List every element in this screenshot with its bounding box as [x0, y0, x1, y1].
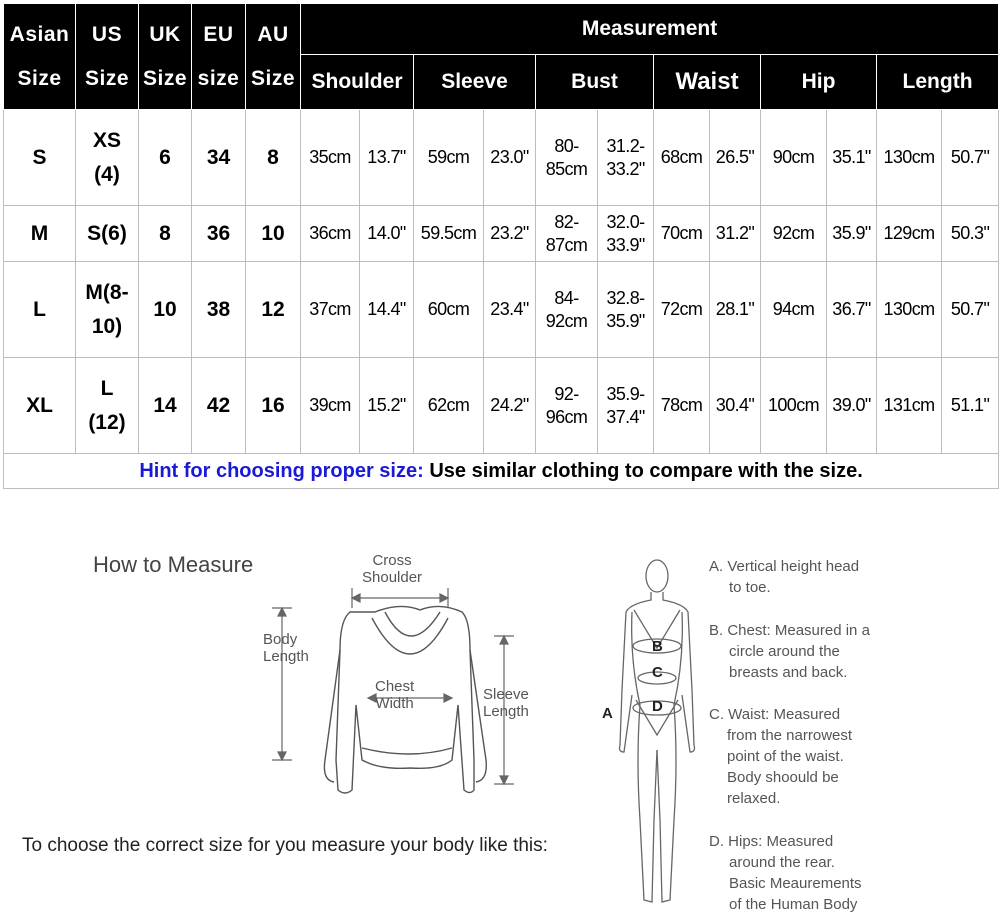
hip-in-cell: 35.9" [826, 205, 877, 262]
body-letter-a: A [602, 705, 613, 722]
waist-in-cell: 30.4" [709, 357, 761, 454]
shoulder-in-cell: 14.0" [359, 205, 414, 262]
bust-cm-cell: 82-87cm [535, 205, 598, 262]
hip-cm-cell: 90cm [760, 109, 827, 206]
note-waist: C. Waist: Measured from the narrowest po… [709, 706, 853, 807]
shoulder-cm-cell: 39cm [300, 357, 360, 454]
sleeve-in-cell: 23.2" [483, 205, 536, 262]
eu-size-cell: 34 [191, 109, 246, 206]
us-size-cell: M(8-10) [75, 261, 139, 358]
uk-size-cell: 6 [138, 109, 192, 206]
length-cm-cell: 129cm [876, 205, 942, 262]
hint-row: Hint for choosing proper size: Use simil… [2, 453, 1000, 489]
uk-size-cell: 10 [138, 261, 192, 358]
body-letter-d: D [652, 698, 663, 715]
hint-lead: Hint for choosing proper size: [139, 459, 424, 482]
length-in-cell: 50.3" [940, 205, 1000, 262]
hip-in-cell: 36.7" [826, 261, 877, 358]
note-chest: B. Chest: Measured in a circle around th… [709, 622, 870, 681]
asian-size-cell: M [3, 205, 76, 262]
sleeve-in-cell: 24.2" [483, 357, 536, 454]
au-size-cell: 10 [245, 205, 301, 262]
measure-instruction: To choose the correct size for you measu… [22, 835, 548, 856]
table-row: L M(8-10) 10 38 12 37cm 14.4" 60cm 23.4"… [3, 261, 1000, 358]
length-cm-cell: 130cm [876, 109, 942, 206]
sleeve-cm-cell: 62cm [413, 357, 484, 454]
us-size-cell: S(6) [75, 205, 139, 262]
body-letter-b: B [652, 638, 663, 655]
sweater-drawing [323, 605, 487, 794]
table-row: XL L(12) 14 42 16 39cm 15.2" 62cm 24.2" … [3, 357, 1000, 454]
human-figure-drawing [618, 559, 696, 903]
how-to-measure-title: How to Measure [93, 552, 254, 577]
uk-size-cell: 8 [138, 205, 192, 262]
hip-cm-cell: 94cm [760, 261, 827, 358]
length-cm-cell: 131cm [876, 357, 942, 454]
au-size-cell: 16 [245, 357, 301, 454]
shoulder-header: Shoulder [300, 54, 414, 110]
bust-in-cell: 31.2-33.2" [597, 109, 654, 206]
note-height: A. Vertical height head to toe. [709, 558, 860, 596]
waist-cm-cell: 78cm [653, 357, 710, 454]
waist-cm-cell: 72cm [653, 261, 710, 358]
bust-cm-cell: 92-96cm [535, 357, 598, 454]
uk-size-cell: 14 [138, 357, 192, 454]
sleeve-in-cell: 23.4" [483, 261, 536, 358]
shoulder-cm-cell: 37cm [300, 261, 360, 358]
us-size-cell: XS(4) [75, 109, 139, 206]
waist-cm-cell: 70cm [653, 205, 710, 262]
length-header: Length [875, 54, 1000, 110]
sleeve-header: Sleeve [413, 54, 536, 110]
bust-in-cell: 32.0-33.9" [597, 205, 654, 262]
sleeve-cm-cell: 59cm [413, 109, 484, 206]
table-row: S XS(4) 6 34 8 35cm 13.7" 59cm 23.0" 80-… [3, 109, 1000, 206]
shoulder-in-cell: 15.2" [359, 357, 414, 454]
shoulder-in-cell: 14.4" [359, 261, 414, 358]
waist-header: Waist [653, 54, 761, 110]
size-hint: Hint for choosing proper size: Use simil… [2, 453, 1000, 489]
table-row: M S(6) 8 36 10 36cm 14.0" 59.5cm 23.2" 8… [3, 205, 1000, 262]
hip-cm-cell: 100cm [760, 357, 827, 454]
waist-in-cell: 31.2" [709, 205, 761, 262]
measurement-header: Measurement [299, 3, 1000, 55]
us-size-cell: L(12) [75, 357, 139, 454]
asian-size-cell: S [3, 109, 76, 206]
bust-cm-cell: 80-85cm [535, 109, 598, 206]
asian-size-cell: XL [3, 357, 76, 454]
asian-size-cell: L [3, 261, 76, 358]
note-hips: D. Hips: Measured around the rear. Basic… [709, 833, 862, 913]
body-letter-c: C [652, 664, 663, 681]
bust-in-cell: 35.9-37.4" [597, 357, 654, 454]
length-cm-cell: 130cm [876, 261, 942, 358]
sleeve-cm-cell: 59.5cm [413, 205, 484, 262]
length-in-cell: 50.7" [940, 261, 1000, 358]
eu-size-cell: 36 [191, 205, 246, 262]
sleeve-cm-cell: 60cm [413, 261, 484, 358]
bust-in-cell: 32.8-35.9" [597, 261, 654, 358]
measure-arrows [272, 588, 514, 786]
hint-text: Use similar clothing to compare with the… [423, 459, 863, 482]
waist-in-cell: 26.5" [709, 109, 761, 206]
hip-cm-cell: 92cm [760, 205, 827, 262]
